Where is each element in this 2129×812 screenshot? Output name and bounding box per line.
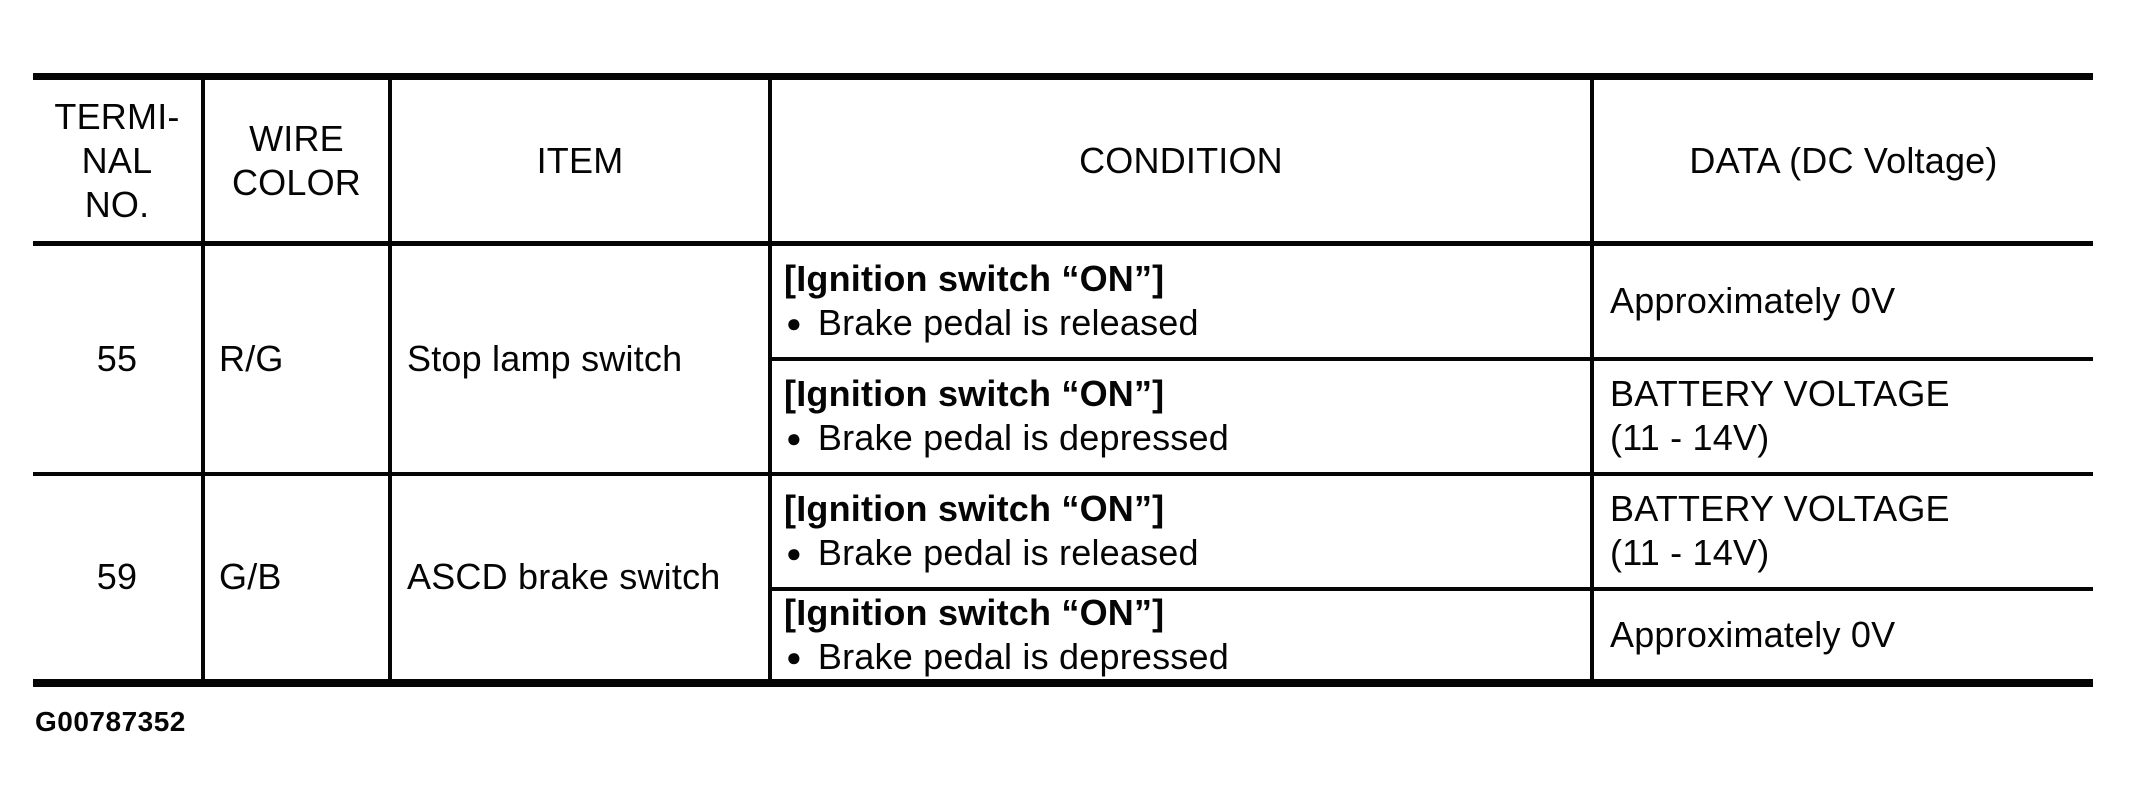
column-header-data-dc-voltage: DATA (DC Voltage) [1590,76,2093,246]
column-header-wire-color: WIRE COLOR [201,76,392,246]
condition-detail: Brake pedal is depressed [817,417,1229,458]
bullet-icon: ● [786,423,802,453]
condition-cell: [Ignition switch “ON”] ● Brake pedal is r… [768,471,1594,591]
condition-detail: Brake pedal is released [817,302,1199,344]
wire-color-cell: G/B [201,471,392,685]
data-cell: Approximately 0V [1590,586,2093,683]
condition-cell: [Ignition switch “ON”] ● Brake pedal is d… [768,586,1594,683]
data-line: BATTERY VOLTAGE [1610,373,1950,414]
data-cell: Approximately 0V [1590,241,2093,361]
header-row: TERMI- NAL NO. WIRE COLOR ITEM CONDITION… [33,76,2093,246]
table-row: [Ignition switch “ON”] ● Brake pedal is d… [33,356,2093,476]
table-row: 55 R/G Stop lamp switch [Ignition switch… [33,241,2093,476]
terminal-spec-table: TERMI- NAL NO. WIRE COLOR ITEM CONDITION… [33,73,2093,687]
data-line: (11 - 14V) [1610,417,1770,458]
condition-detail-line: ● Brake pedal is released [784,531,1590,575]
header-line: WIRE [249,117,344,159]
figure-id-label: G00787352 [35,706,186,737]
header-line: DATA (DC Voltage) [1689,139,1998,181]
bullet-icon: ● [786,538,802,568]
column-header-condition: CONDITION [768,76,1594,246]
terminal-spec-table-wrap: TERMI- NAL NO. WIRE COLOR ITEM CONDITION… [33,73,2093,687]
data-line: Approximately 0V [1610,280,1896,322]
column-header-item: ITEM [388,76,772,246]
data-line: (11 - 14V) [1610,532,1770,573]
header-line: TERMI- [54,95,180,137]
table-row: [Ignition switch “ON”] ● Brake pedal is d… [33,586,2093,683]
condition-detail-line: ● Brake pedal is depressed [784,635,1590,679]
column-header-terminal-no: TERMI- NAL NO. [33,76,205,246]
bullet-icon: ● [786,641,802,672]
condition-heading: [Ignition switch “ON”] [784,488,1165,529]
condition-detail-line: ● Brake pedal is released [784,301,1590,345]
condition-detail: Brake pedal is depressed [817,635,1229,677]
item-cell: Stop lamp switch [388,241,772,476]
header-line: COLOR [231,161,362,203]
item-cell: ASCD brake switch [388,471,772,685]
data-cell: BATTERY VOLTAGE (11 - 14V) [1590,356,2093,476]
header-line: NO. [84,183,150,225]
condition-heading: [Ignition switch “ON”] [784,258,1165,300]
condition-cell: [Ignition switch “ON”] ● Brake pedal is r… [768,241,1594,361]
terminal-no-cell: 59 [33,471,205,685]
data-cell: BATTERY VOLTAGE (11 - 14V) [1590,471,2093,591]
wire-color-cell: R/G [201,241,392,476]
header-line: CONDITION [1079,139,1283,181]
header-line: ITEM [536,139,624,181]
data-line: Approximately 0V [1610,613,1896,655]
header-line: NAL [81,139,153,181]
data-line: BATTERY VOLTAGE [1610,488,1950,529]
condition-detail: Brake pedal is released [817,532,1199,573]
condition-detail-line: ● Brake pedal is depressed [784,416,1590,460]
terminal-no-cell: 55 [33,241,205,476]
table-row: 59 G/B ASCD brake switch [Ignition switc… [33,471,2093,685]
condition-heading: [Ignition switch “ON”] [784,373,1165,414]
condition-cell: [Ignition switch “ON”] ● Brake pedal is d… [768,356,1594,476]
condition-heading: [Ignition switch “ON”] [784,591,1165,633]
bullet-icon: ● [786,308,802,339]
